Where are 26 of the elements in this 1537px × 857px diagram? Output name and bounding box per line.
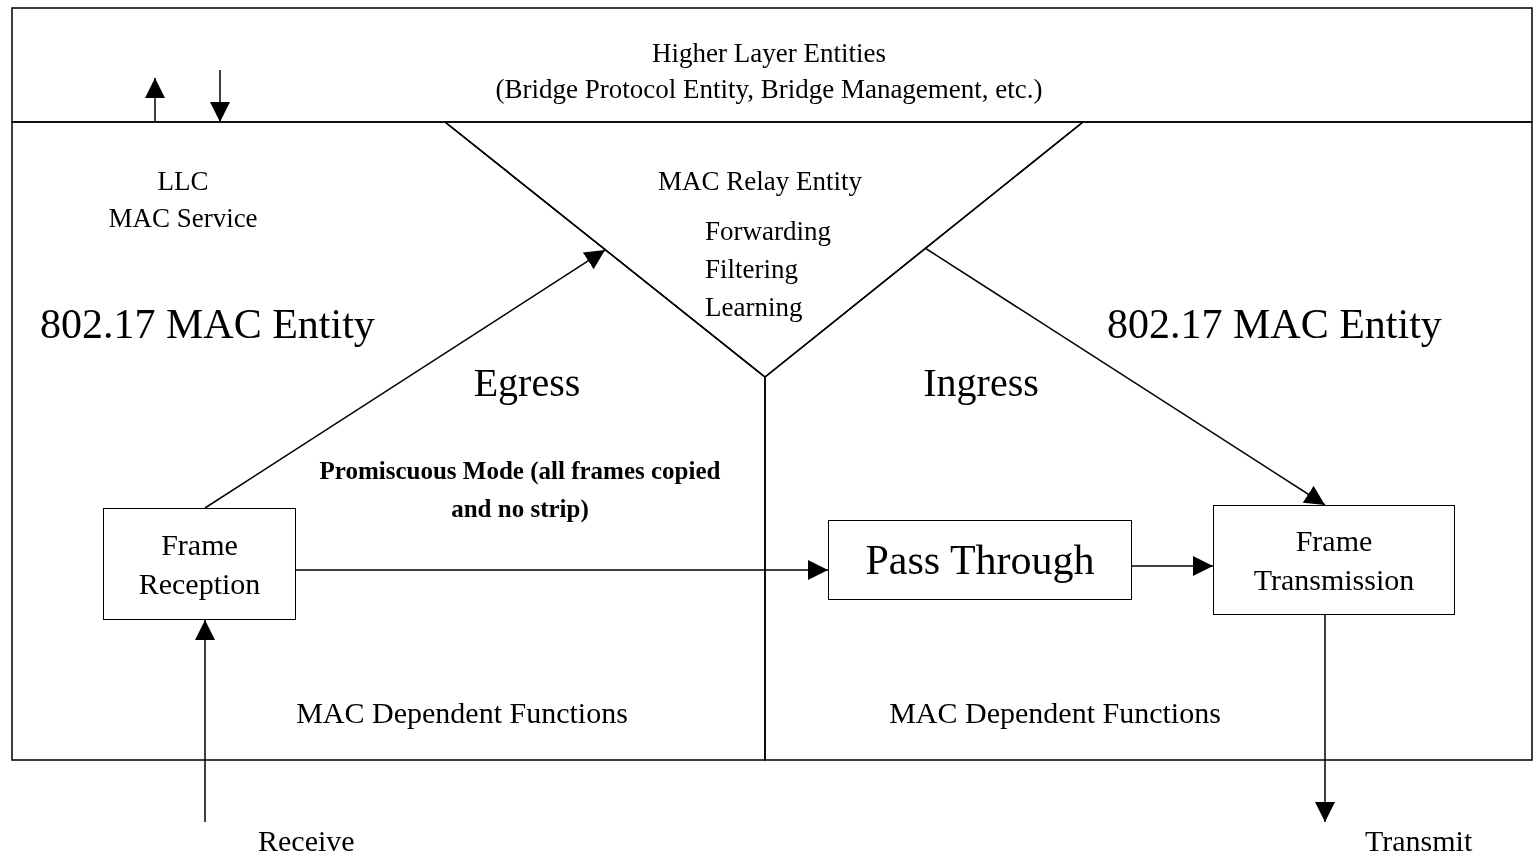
arrow [195, 619, 215, 823]
arrow [210, 69, 230, 123]
arrow [1315, 614, 1335, 823]
function-list: Forwarding Filtering Learning [705, 212, 855, 326]
arrow [145, 77, 165, 123]
arrow [924, 247, 1326, 506]
layer-band [12, 8, 1532, 122]
input-label: Receive [195, 822, 370, 857]
subheading-text: (Bridge Protocol Entity, Bridge Management, etc.) [495, 74, 1043, 106]
region-footer: MAC Dependent Functions [889, 696, 1221, 731]
process-box: Frame Transmission [1213, 505, 1455, 615]
process-box: Frame Reception [103, 508, 296, 620]
region-footer: MAC Dependent Functions [296, 696, 628, 731]
interface-label: MAC Service [108, 203, 258, 235]
heading-text: MAC Relay Entity [658, 166, 862, 198]
arrow [295, 560, 829, 580]
arrow [204, 249, 606, 509]
interface-label: LLC [157, 166, 209, 198]
arrow [1131, 556, 1214, 576]
region-title: 802.17 MAC Entity [40, 300, 375, 349]
process-box: Pass Through [828, 520, 1132, 600]
direction-label: Ingress [923, 360, 1039, 406]
direction-label: Egress [473, 360, 581, 406]
region-title: 802.17 MAC Entity [1107, 300, 1442, 349]
heading-text: Higher Layer Entities [652, 38, 886, 70]
output-label: Transmit [1315, 822, 1510, 857]
